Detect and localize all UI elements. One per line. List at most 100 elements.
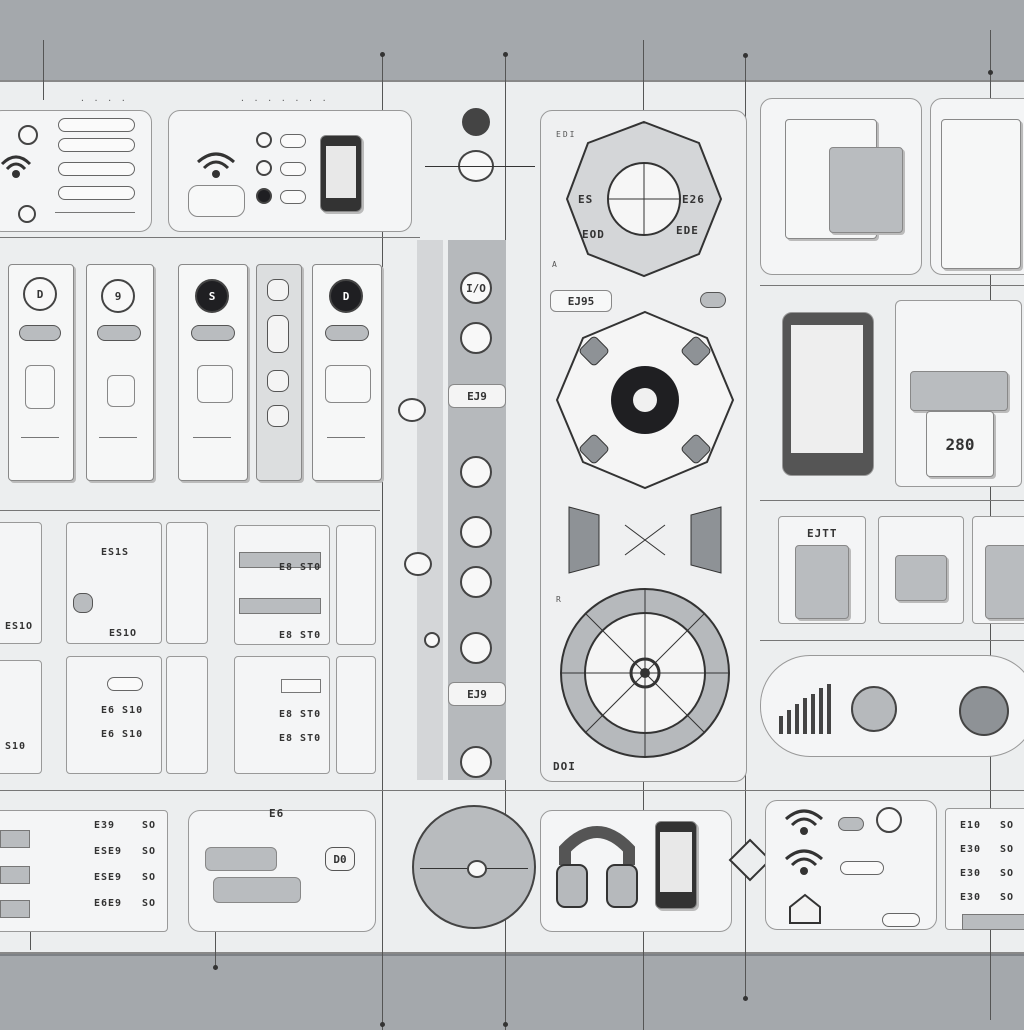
pipeline-node[interactable]	[460, 746, 492, 778]
slider-handle[interactable]	[267, 370, 289, 392]
toggle-switch[interactable]	[700, 292, 726, 308]
wifi-icon	[785, 809, 823, 835]
dial-knob[interactable]	[467, 860, 487, 878]
keypad-icon[interactable]	[795, 545, 849, 619]
wheel-caption: A	[552, 260, 559, 269]
radio-option[interactable]	[256, 160, 272, 176]
pipeline-node[interactable]	[460, 516, 492, 548]
map-icon	[941, 119, 1021, 269]
globe-icon[interactable]	[851, 686, 897, 732]
keypad-panel: EJTT	[778, 516, 866, 624]
form-panel	[166, 522, 208, 644]
device-card[interactable]: D	[312, 264, 382, 481]
slider-handle[interactable]	[267, 315, 289, 353]
pipeline-node[interactable]	[460, 322, 492, 354]
form-value: E8 ST0	[279, 709, 322, 720]
pipeline-node[interactable]	[460, 632, 492, 664]
table-row	[0, 830, 30, 848]
table-cell: SO	[1000, 844, 1015, 855]
pipeline-node[interactable]	[460, 566, 492, 598]
branch-node[interactable]	[404, 552, 432, 576]
connector-line	[43, 40, 44, 100]
device-card[interactable]: 9	[86, 264, 154, 481]
radial-dial[interactable]	[555, 585, 735, 758]
input-field[interactable]	[281, 679, 321, 693]
dollar-icon: S	[195, 279, 229, 313]
option-pill[interactable]	[58, 138, 135, 152]
wheel-label: E26	[682, 193, 705, 206]
option-pill[interactable]	[107, 677, 143, 691]
branch-node[interactable]	[424, 632, 440, 648]
pricing-panel: 280	[895, 300, 1022, 487]
toggle-switch[interactable]	[19, 325, 61, 341]
input-field[interactable]	[213, 877, 301, 903]
document-panel	[760, 98, 922, 275]
gauge-icon[interactable]	[959, 686, 1009, 736]
divider	[0, 790, 1024, 791]
segment-wheel[interactable]	[565, 120, 723, 278]
globe-icon[interactable]	[876, 807, 902, 833]
form-value: E6 S10	[101, 705, 144, 716]
option-pill[interactable]	[280, 162, 306, 176]
wifi-icon	[0, 155, 32, 178]
form-panel: S10	[0, 660, 42, 774]
option-pill[interactable]	[838, 817, 864, 831]
form-value: ES1O	[109, 628, 138, 639]
form-panel: E8 ST0 E8 ST0	[234, 525, 330, 645]
toggle-switch[interactable]	[97, 325, 141, 341]
device-card[interactable]: D	[8, 264, 74, 481]
input-field[interactable]	[239, 552, 321, 568]
option-pill[interactable]	[58, 186, 135, 200]
form-panel: ES1O	[0, 522, 42, 644]
form-panel	[166, 656, 208, 774]
table-cell: E30	[960, 844, 982, 855]
wheel-caption: EDI	[556, 130, 577, 139]
radio-option[interactable]	[256, 132, 272, 148]
form-panel: E6 S10 E6 S10	[66, 656, 162, 774]
toggle-switch[interactable]	[191, 325, 235, 341]
pipeline-node[interactable]: I/O	[460, 272, 492, 304]
pipeline-rail	[417, 240, 443, 780]
pipeline-node[interactable]	[460, 456, 492, 488]
radio-option-selected[interactable]	[256, 188, 272, 204]
keypad-icon[interactable]	[985, 545, 1024, 619]
table-cell: SO	[1000, 892, 1015, 903]
table-row	[0, 900, 30, 918]
toggle-switch[interactable]	[325, 325, 369, 341]
divider	[99, 437, 137, 438]
price-value: 280	[926, 411, 994, 477]
input-field[interactable]	[205, 847, 277, 871]
bar-chart-icon	[779, 684, 831, 734]
slider-handle[interactable]	[267, 279, 289, 301]
input-field[interactable]	[239, 598, 321, 614]
blueprint-panel	[930, 98, 1024, 275]
form-value: E8 ST0	[279, 562, 322, 573]
keypad-icon[interactable]	[895, 555, 947, 601]
branch-node[interactable]	[398, 398, 426, 422]
option-pill[interactable]	[280, 190, 306, 204]
source-node[interactable]	[462, 108, 490, 136]
option-pill[interactable]	[840, 861, 884, 875]
option-pill[interactable]	[882, 913, 920, 927]
table-cell: E10	[960, 820, 982, 831]
keypad-panel	[878, 516, 964, 624]
device-icon	[25, 365, 55, 409]
wifi-icon	[197, 152, 235, 178]
slider-handle[interactable]	[267, 405, 289, 427]
table-cell: E6E9	[94, 898, 123, 909]
card-glyph: D	[329, 279, 363, 313]
form-panel	[336, 525, 376, 645]
option-pill[interactable]	[58, 118, 135, 132]
option-pill[interactable]	[280, 134, 306, 148]
connector-node	[743, 996, 748, 1001]
router-icon	[188, 185, 245, 217]
routing-arrow	[425, 166, 535, 167]
form-value: E8 ST0	[279, 733, 322, 744]
control-wheel[interactable]	[555, 310, 735, 490]
connector-node	[380, 52, 385, 57]
option-pill[interactable]	[58, 162, 135, 176]
wheel-tag: EJ95	[550, 290, 612, 312]
device-icon	[107, 375, 135, 407]
payment-card[interactable]: S	[178, 264, 248, 481]
slider-card[interactable]	[256, 264, 302, 481]
